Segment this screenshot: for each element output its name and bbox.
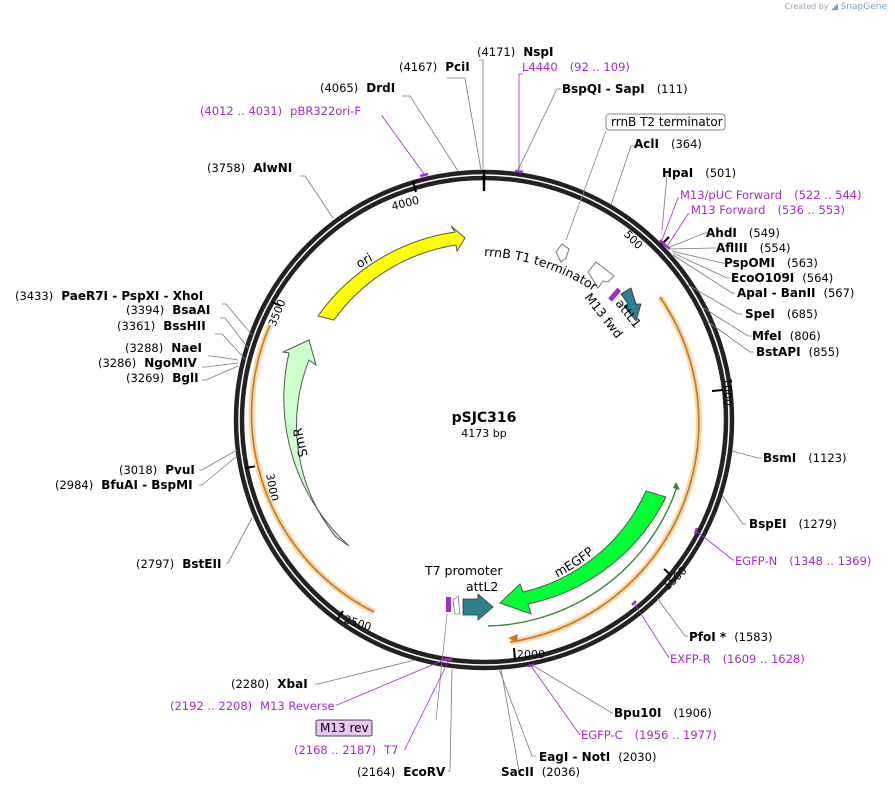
site-ecoo109i: EcoO109I(564) <box>731 271 833 285</box>
site-bsaai: (3394)BsaAI <box>126 303 210 317</box>
megfp-arrow <box>499 490 667 615</box>
ori-arrow <box>317 225 466 321</box>
site-xbai: (2280)XbaI <box>231 677 308 691</box>
site-ahdi: AhdI(549) <box>706 226 780 240</box>
site-apai-banii: ApaI - BanII(567) <box>737 286 854 300</box>
site-bspqi-sapi: BspQI - SapI(111) <box>562 82 688 96</box>
site-eagi-noti: EagI - NotI(2030) <box>539 750 656 764</box>
megfp-cds-line <box>487 486 678 627</box>
primer-exfp-r: EXFP-R(1609 .. 1628) <box>670 652 805 666</box>
tick-3500: 3500 <box>266 297 289 328</box>
site-bpu10i: Bpu10I(1906) <box>614 706 712 720</box>
rrnb-t2-terminator-arrow <box>555 243 570 263</box>
primer-labels: L4440(92 .. 109) (4012 .. 4031)pBR322ori… <box>170 60 871 757</box>
ori-label: ori <box>353 250 375 271</box>
primer-egfp-c: EGFP-C(1956 .. 1977) <box>581 728 717 742</box>
site-bsteii: (2797)BstEII <box>136 557 221 571</box>
m13-fwd-primer-bar <box>608 287 622 302</box>
site-bstapi: BstAPI(855) <box>756 345 840 359</box>
primer-l4440: L4440(92 .. 109) <box>522 60 630 74</box>
plasmid-name: pSJC316 <box>452 410 517 426</box>
site-nspi: (4171)NspI <box>477 45 554 59</box>
primer-t7: (2168 .. 2187)T7 <box>294 743 398 757</box>
site-spei: SpeI(685) <box>745 307 818 321</box>
svg-text:ori: ori <box>353 250 375 271</box>
site-leader-lines <box>199 59 762 772</box>
site-mfei: MfeI(806) <box>752 329 821 343</box>
m13-fwd-label: M13 fwd <box>582 290 626 341</box>
site-sacii: SacII(2036) <box>501 765 580 779</box>
site-alwni: (3758)AlwNI <box>207 161 292 175</box>
primer-leader-lines <box>336 73 734 750</box>
primer-egfp-n: EGFP-N(1348 .. 1369) <box>735 554 871 568</box>
rrnb-t1-terminator-arrow <box>587 261 615 289</box>
snapgene-brand: Created by ◢ SnapGene <box>785 2 887 12</box>
tick-2000: 2000 <box>517 648 545 661</box>
site-pspomi: PspOMI(563) <box>724 256 818 270</box>
site-drdi: (4065)DrdI <box>320 81 395 95</box>
site-acli: AclI(364) <box>634 137 702 151</box>
site-labels: (4171)NspI (4167)PciI (4065)DrdI (3758)A… <box>15 45 854 779</box>
backbone <box>233 169 735 671</box>
rrnb-t2-box <box>605 113 726 131</box>
rrnb-t2-label: rrnB T2 terminator <box>611 115 723 129</box>
svg-text:rrnB T1 terminator: rrnB T1 terminator <box>484 244 601 294</box>
orange-regions <box>248 295 702 645</box>
primer-pbr322ori-f: (4012 .. 4031)pBR322ori-F <box>200 104 361 118</box>
snapgene-logo-icon: ◢ <box>831 2 839 12</box>
primer-m13-reverse: (2192 .. 2208)M13 Reverse <box>170 699 335 713</box>
m13-rev-primer-bar <box>446 597 451 612</box>
t7-promoter-label: T7 promoter <box>424 563 503 578</box>
site-pcii: (4167)PciI <box>399 60 470 74</box>
attl1-arrow <box>620 287 642 322</box>
attl2-label: attL2 <box>466 579 498 594</box>
site-paer7i-pspxi-xhoi: (3433)PaeR7I - PspXI - XhoI <box>15 289 203 303</box>
site-hpai: HpaI(501) <box>662 166 736 180</box>
site-afliii: AflIII(554) <box>716 241 791 255</box>
site-pvui: (3018)PvuI <box>119 463 195 477</box>
megfp-cds-start-icon <box>673 482 680 490</box>
primer-m13-forward: M13 Forward(536 .. 553) <box>691 203 845 217</box>
brand-created-by: Created by <box>784 2 829 11</box>
m13-rev-label: M13 rev <box>320 721 369 735</box>
plasmid-length: 4173 bp <box>461 427 506 440</box>
rrnb-t1-label: rrnB T1 terminator <box>484 244 601 294</box>
primer-m13-puc-forward: M13/pUC Forward(522 .. 544) <box>680 188 862 202</box>
site-bsshii: (3361)BssHII <box>117 319 206 333</box>
brand-app: SnapGene <box>840 2 887 12</box>
orange-arrow-icon <box>508 634 518 642</box>
m13-rev-box <box>315 719 373 737</box>
tick-500: 500 <box>621 228 645 252</box>
tick-1000: 1000 <box>721 378 734 406</box>
site-bspei: BspEI(1279) <box>749 517 837 531</box>
site-pfoi: PfoI *(1583) <box>689 630 772 644</box>
site-ecorv: (2164)EcoRV <box>357 765 446 779</box>
site-bgli: (3269)BglI <box>126 371 199 385</box>
smr-arrow <box>281 339 350 547</box>
attl2-arrow <box>462 593 494 621</box>
site-bfuai-bspmi: (2984)BfuAI - BspMI <box>55 478 193 492</box>
site-ngomiv: (3286)NgoMIV <box>98 356 198 370</box>
t7-promoter-arrow <box>452 595 461 615</box>
site-bsmi: BsmI(1123) <box>763 451 847 465</box>
site-naei: (3288)NaeI <box>125 341 202 355</box>
